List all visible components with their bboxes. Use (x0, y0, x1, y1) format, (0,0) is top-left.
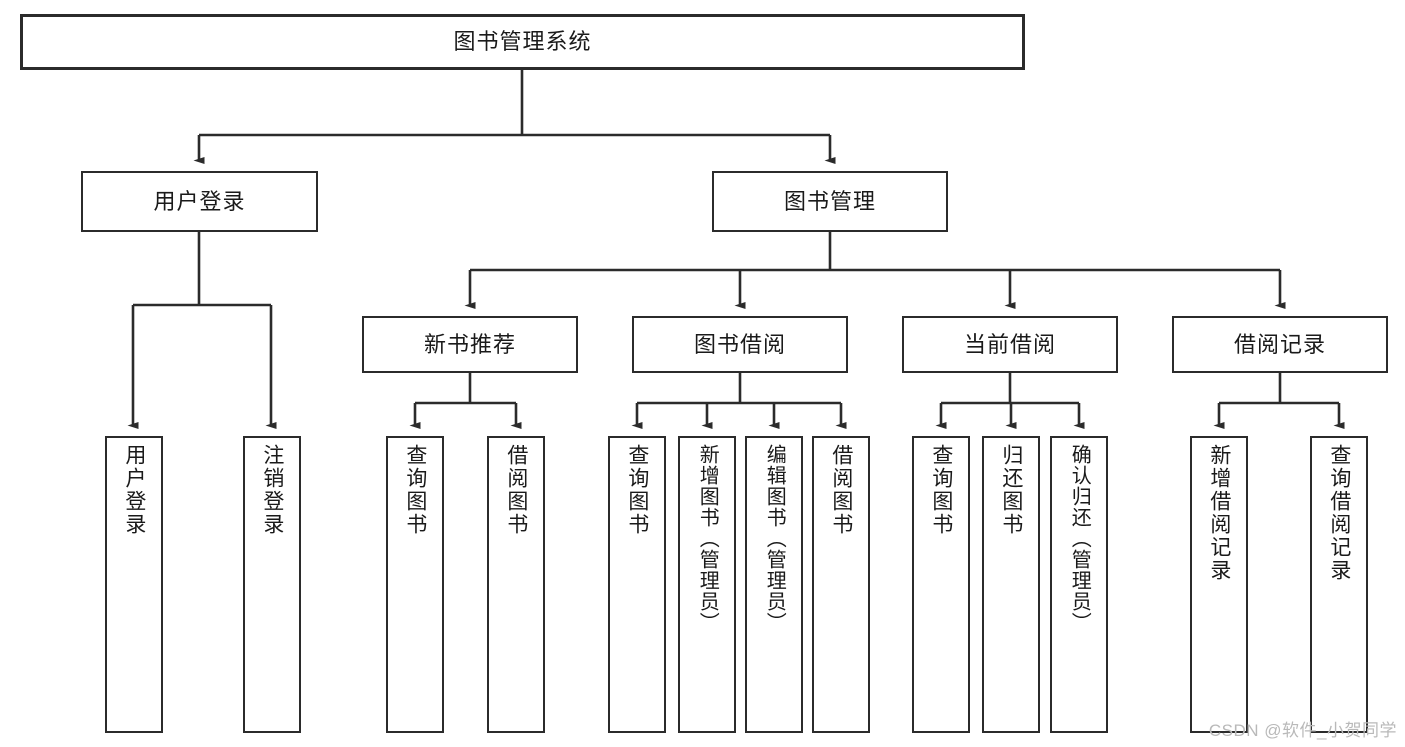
node-leaf-borrow-lend-label: 借阅图书 (829, 444, 853, 536)
node-borrow-record-label: 借阅记录 (1233, 331, 1326, 357)
node-leaf-user-logout-label: 注销登录 (260, 444, 284, 536)
node-leaf-cur-return[interactable]: 归还图书 (982, 436, 1040, 733)
node-leaf-rec-borrow-label: 借阅图书 (504, 444, 528, 536)
node-current-borrow-label: 当前借阅 (963, 331, 1056, 357)
node-leaf-rec-query2-label: 查询借阅记录 (1327, 444, 1351, 582)
node-leaf-cur-query-label: 查询图书 (929, 444, 953, 536)
node-new-book-rec-label: 新书推荐 (423, 331, 516, 357)
node-leaf-rec-borrow[interactable]: 借阅图书 (487, 436, 545, 733)
node-leaf-cur-confirm[interactable]: 确认归还（管理员） (1050, 436, 1108, 733)
node-borrow-record[interactable]: 借阅记录 (1172, 316, 1388, 373)
node-leaf-cur-confirm-label: 确认归还（管理员） (1068, 444, 1091, 633)
node-leaf-borrow-edit[interactable]: 编辑图书（管理员） (745, 436, 803, 733)
node-current-borrow[interactable]: 当前借阅 (902, 316, 1118, 373)
node-root-label: 图书管理系统 (453, 29, 592, 55)
node-book-manage-label: 图书管理 (783, 188, 876, 214)
node-leaf-user-login-label: 用户登录 (122, 444, 146, 536)
node-book-borrow[interactable]: 图书借阅 (632, 316, 848, 373)
node-leaf-borrow-add[interactable]: 新增图书（管理员） (678, 436, 736, 733)
node-user-login[interactable]: 用户登录 (81, 171, 318, 232)
node-book-borrow-label: 图书借阅 (693, 331, 786, 357)
node-leaf-user-login[interactable]: 用户登录 (105, 436, 163, 733)
node-leaf-rec-query[interactable]: 查询图书 (386, 436, 444, 733)
node-leaf-rec-query2[interactable]: 查询借阅记录 (1310, 436, 1368, 733)
node-leaf-rec-add[interactable]: 新增借阅记录 (1190, 436, 1248, 733)
node-book-manage[interactable]: 图书管理 (712, 171, 948, 232)
node-user-login-label: 用户登录 (153, 188, 246, 214)
node-leaf-cur-query[interactable]: 查询图书 (912, 436, 970, 733)
node-new-book-rec[interactable]: 新书推荐 (362, 316, 578, 373)
node-leaf-rec-add-label: 新增借阅记录 (1207, 444, 1231, 582)
node-leaf-borrow-query-label: 查询图书 (625, 444, 649, 536)
node-leaf-borrow-query[interactable]: 查询图书 (608, 436, 666, 733)
node-leaf-user-logout[interactable]: 注销登录 (243, 436, 301, 733)
node-leaf-cur-return-label: 归还图书 (999, 444, 1023, 536)
node-leaf-rec-query-label: 查询图书 (403, 444, 427, 536)
node-leaf-borrow-edit-label: 编辑图书（管理员） (763, 444, 786, 633)
node-root[interactable]: 图书管理系统 (20, 14, 1025, 70)
node-leaf-borrow-lend[interactable]: 借阅图书 (812, 436, 870, 733)
node-leaf-borrow-add-label: 新增图书（管理员） (696, 444, 719, 633)
watermark-text: CSDN @软件_小贺同学 (1208, 721, 1397, 740)
